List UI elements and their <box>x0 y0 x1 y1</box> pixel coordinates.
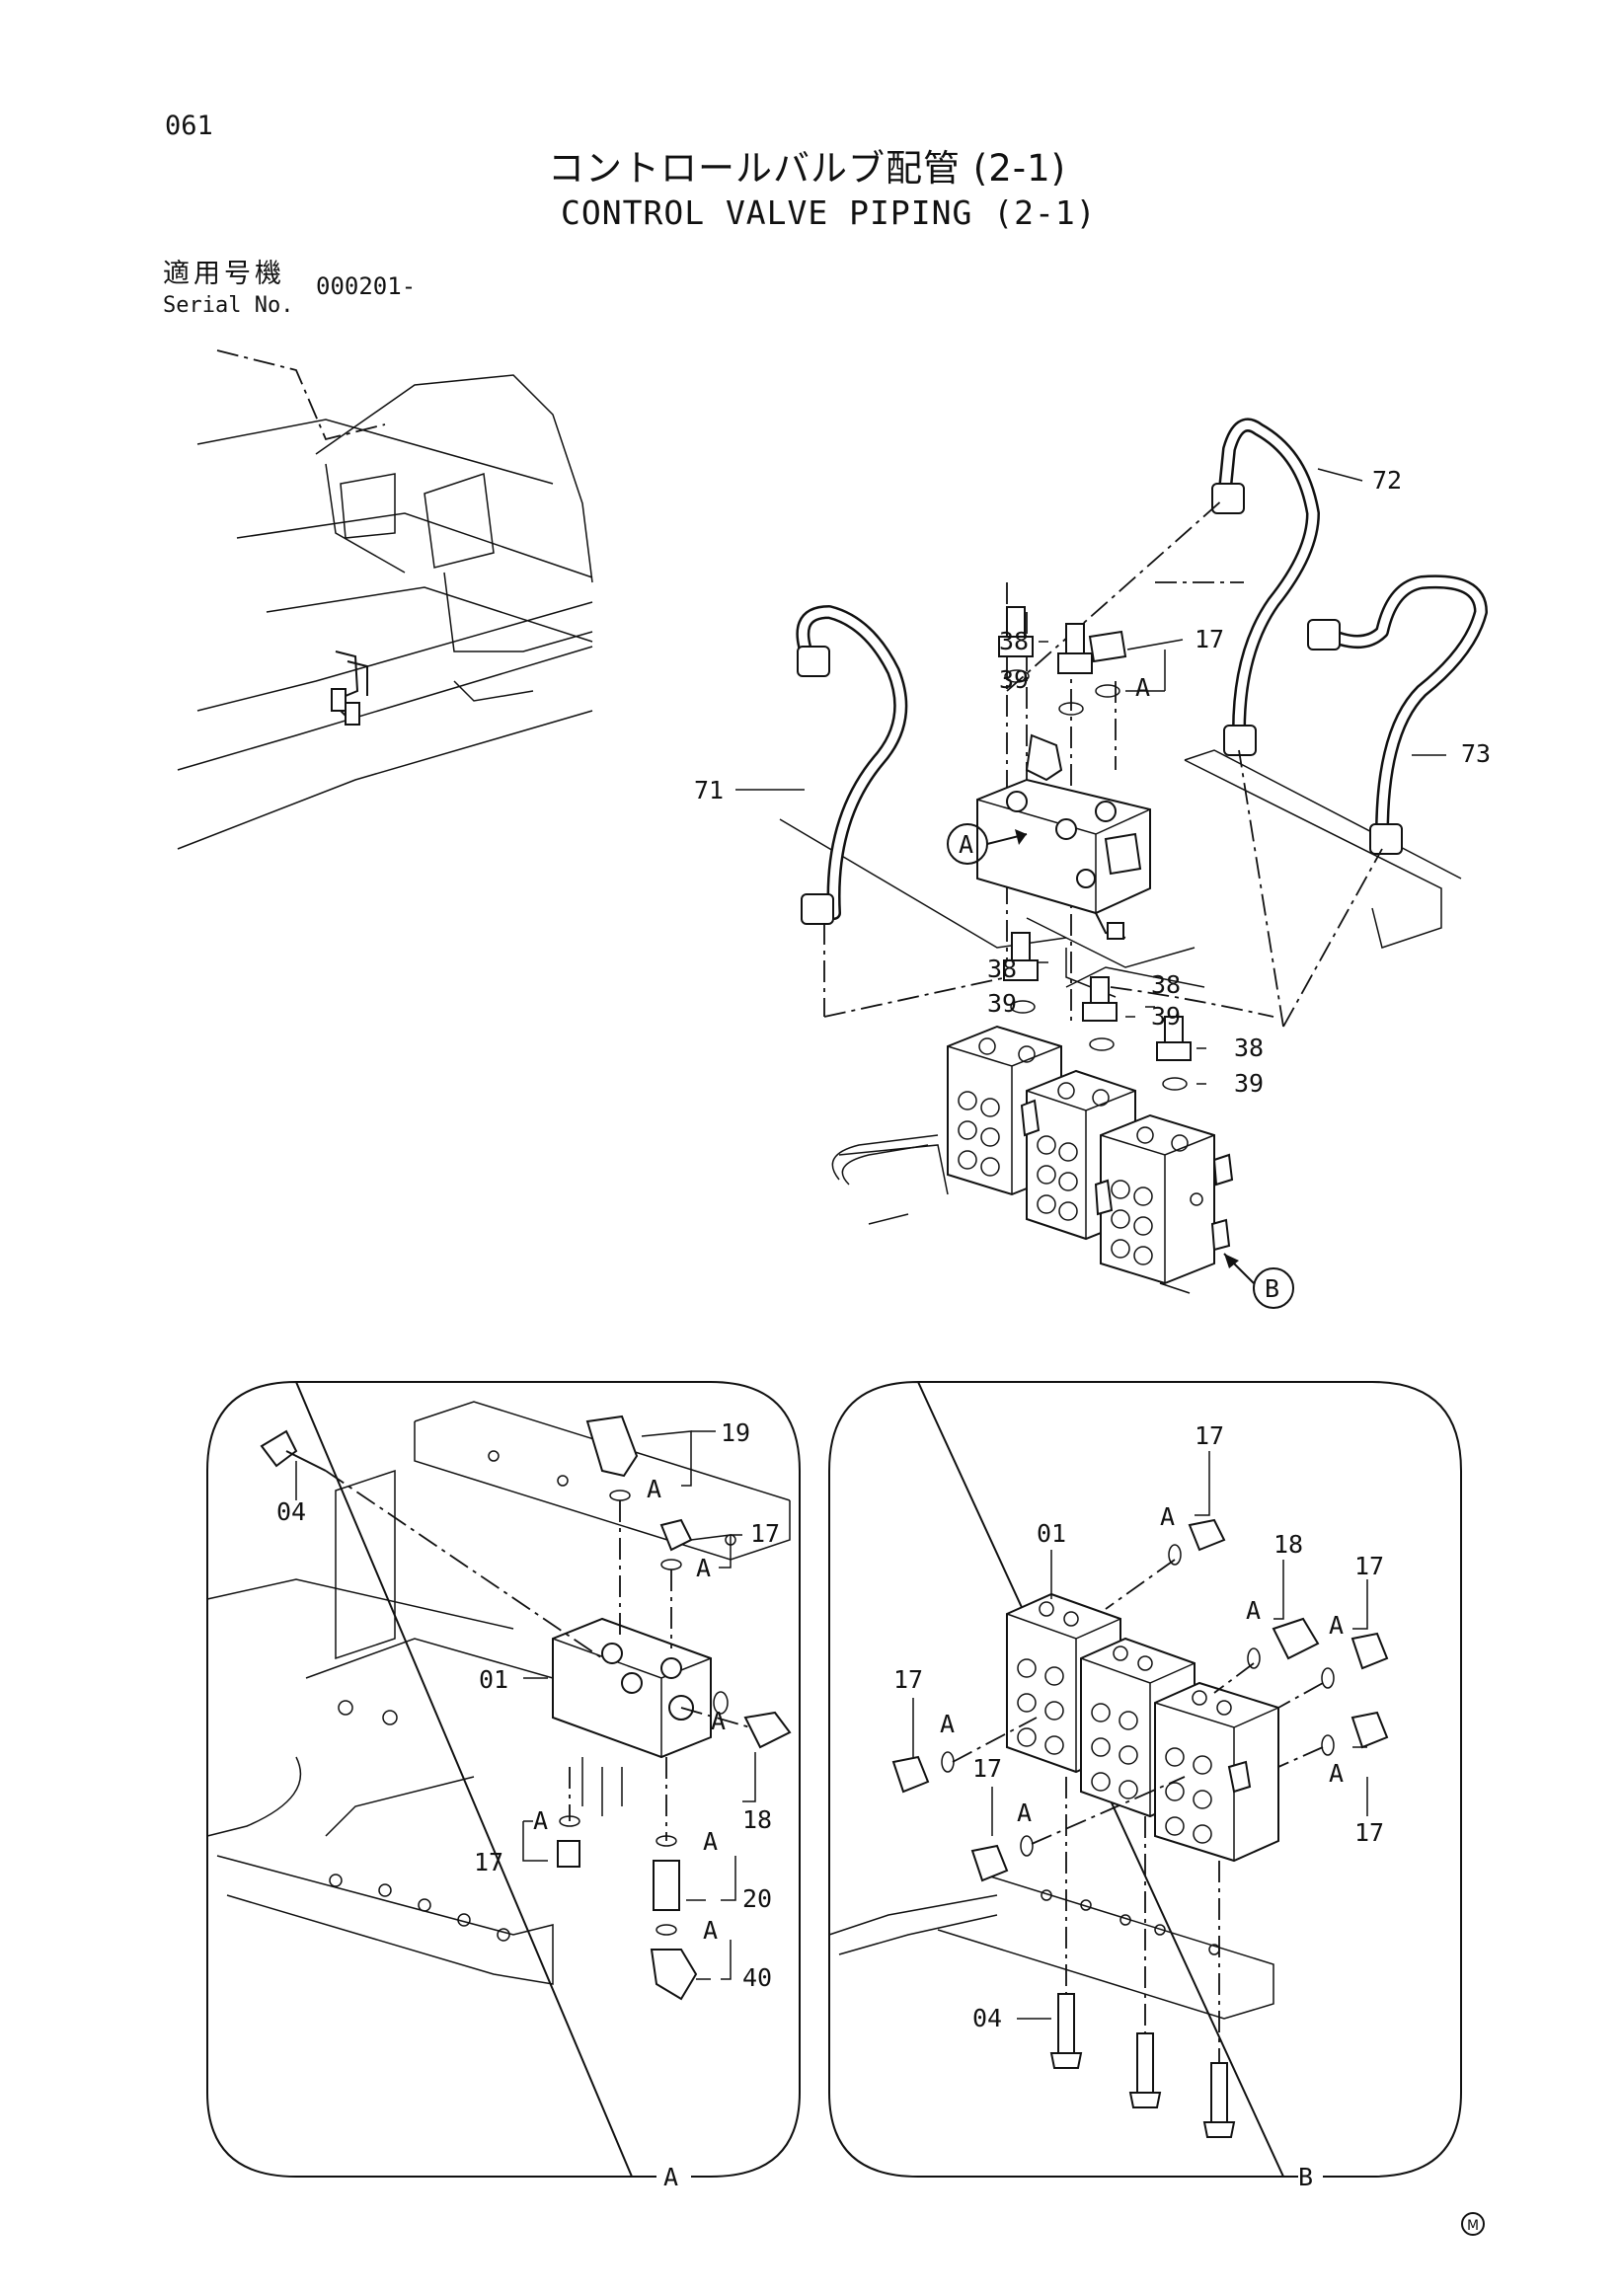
detail-a-callout-A-19: A <box>647 1475 661 1503</box>
callout-39-right: 39 <box>1234 1069 1264 1098</box>
machine-overview-illustration <box>177 349 1244 850</box>
detail-a-callout-17: 17 <box>750 1519 780 1548</box>
detail-b-callout-A-top: A <box>1160 1502 1175 1531</box>
detail-a-callout-20: 20 <box>742 1884 772 1913</box>
detail-b-callout-17-right1: 17 <box>1354 1552 1384 1580</box>
detail-a-callout-A-17b: A <box>533 1806 548 1835</box>
detail-a-callout-A-20: A <box>703 1827 718 1856</box>
detail-a-callout-A-18: A <box>711 1707 726 1735</box>
detail-a-callout-18: 18 <box>742 1805 772 1834</box>
callout-38-right: 38 <box>1234 1033 1264 1062</box>
callout-38-middle: 38 <box>1151 970 1181 999</box>
detail-b-callout-A-right2: A <box>1329 1759 1344 1788</box>
detail-b-callout-17-right2: 17 <box>1354 1818 1384 1847</box>
detail-b-callout-17-left2: 17 <box>972 1754 1002 1783</box>
title-japanese: コントロールバルブ配管 (2-1) <box>548 147 1067 190</box>
detail-b-callout-A-right1: A <box>1329 1611 1344 1640</box>
detail-b-callout-17-top: 17 <box>1195 1421 1224 1450</box>
detail-a-callout-04: 04 <box>276 1497 306 1526</box>
callout-39-top: 39 <box>999 665 1029 694</box>
detail-b-frame <box>828 1380 1462 2178</box>
main-assembly-illustration <box>735 418 1488 1309</box>
detail-a-callout-A-40: A <box>703 1916 718 1945</box>
serial-number-value: 000201- <box>316 272 417 300</box>
detail-a-callout-01: 01 <box>479 1665 508 1694</box>
valve-blocks <box>947 1025 1234 1285</box>
callout-71: 71 <box>694 776 724 804</box>
callout-72: 72 <box>1372 466 1402 495</box>
page-number: 061 <box>165 111 213 141</box>
title-english: CONTROL VALVE PIPING (2-1) <box>561 193 1097 232</box>
view-marker-A: A <box>959 830 973 859</box>
detail-b-callout-A-left2: A <box>1017 1799 1032 1827</box>
callout-73: 73 <box>1461 739 1491 768</box>
detail-b-callout-A-left: A <box>940 1710 955 1738</box>
callout-A-top: A <box>1135 673 1150 702</box>
detail-a-frame-label: A <box>663 2163 678 2191</box>
callout-17-top: 17 <box>1195 625 1224 653</box>
serial-label-japanese: 適用号機 <box>163 259 285 289</box>
detail-a-callout-40: 40 <box>742 1963 772 1992</box>
detail-b-callout-01: 01 <box>1037 1519 1066 1548</box>
detail-b-callout-17-left: 17 <box>893 1665 923 1694</box>
callout-39-left: 39 <box>987 989 1017 1018</box>
detail-b-callout-04: 04 <box>972 2004 1002 2032</box>
detail-a-callout-19: 19 <box>721 1418 750 1447</box>
detail-a-frame <box>206 1380 801 2178</box>
manufacturer-mark: M <box>1467 2218 1479 2234</box>
callout-38-left: 38 <box>987 955 1017 983</box>
detail-b-frame-label: B <box>1298 2163 1313 2191</box>
detail-b-callout-18: 18 <box>1273 1530 1303 1559</box>
callout-39-middle: 39 <box>1151 1002 1181 1031</box>
view-marker-B: B <box>1265 1274 1279 1303</box>
detail-a-callout-17b: 17 <box>474 1848 503 1876</box>
callout-38-top: 38 <box>999 627 1029 655</box>
serial-label-english: Serial No. <box>163 293 294 318</box>
detail-b-callout-A-18: A <box>1246 1596 1261 1625</box>
detail-a-callout-A-17: A <box>696 1554 711 1582</box>
